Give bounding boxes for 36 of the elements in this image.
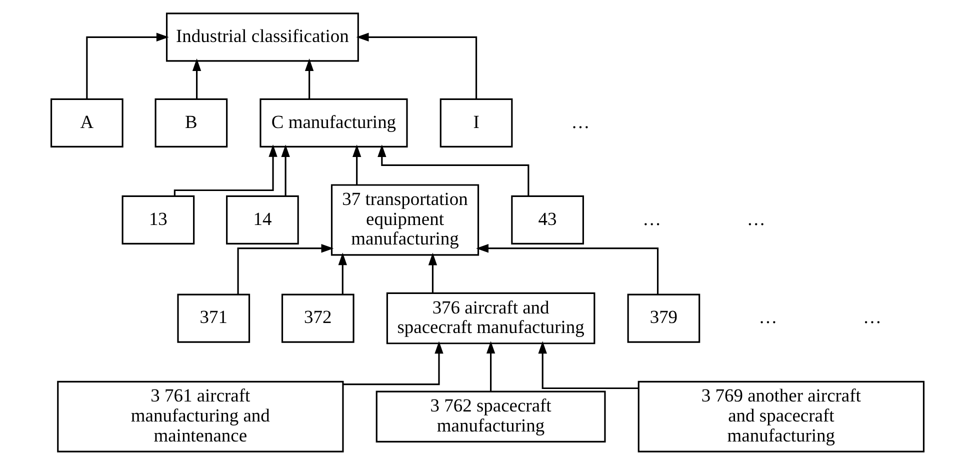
arrow (476, 244, 658, 294)
arrow (192, 58, 201, 100)
label: … (758, 307, 777, 328)
node-box: B (154, 98, 228, 148)
arrow (304, 58, 314, 100)
node-box: 379 (626, 294, 700, 343)
node-box: 3 762 spacecraft manufacturing (375, 390, 606, 442)
node-box: 3 761 aircraft manufacturing and maintenance (56, 380, 344, 452)
arrow (280, 144, 290, 196)
arrow (538, 341, 638, 390)
arrow (486, 341, 495, 392)
node-box: 37 transportation equipment manufacturing (330, 184, 479, 256)
arrow (377, 144, 529, 196)
node-box: C manufacturing (259, 98, 408, 148)
arrow (173, 144, 277, 196)
arrow (428, 252, 437, 293)
label: … (746, 208, 765, 229)
node-box: 13 (121, 195, 194, 245)
arrow (338, 252, 346, 294)
node-box: 372 (280, 294, 354, 343)
node-box: 43 (510, 195, 584, 245)
node-box: Industrial classification (165, 12, 358, 62)
arrow (356, 32, 477, 100)
node-box: 376 aircraft and spacecraft manufacturing (386, 292, 595, 344)
node-box: 3 769 another aircraft and spacecraft manufacturing (637, 380, 924, 452)
node-box: I (439, 98, 512, 148)
node-box: A (50, 98, 123, 148)
arrow (352, 144, 361, 185)
label: … (570, 112, 590, 132)
label: … (642, 208, 661, 229)
arrow (342, 341, 443, 386)
arrow (86, 32, 168, 100)
node-box: 14 (226, 195, 298, 245)
arrow (236, 244, 334, 294)
label: … (862, 307, 881, 328)
node-box: 371 (176, 294, 250, 343)
